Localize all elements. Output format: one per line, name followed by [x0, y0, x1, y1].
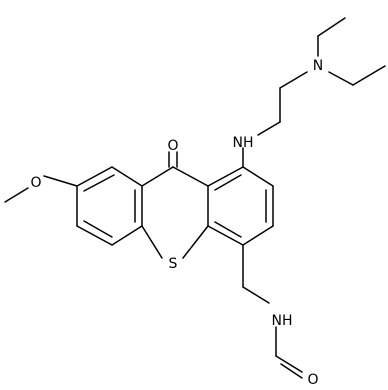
bond	[207, 225, 244, 246]
bond	[111, 166, 143, 187]
bond	[4, 187, 29, 203]
bond	[328, 71, 354, 86]
bond	[141, 166, 174, 187]
bond	[214, 174, 242, 191]
bond	[83, 220, 113, 238]
bond	[182, 225, 209, 259]
bond	[257, 121, 281, 136]
atom-label-formyl-oxygen: O	[307, 372, 318, 388]
bond	[242, 166, 274, 187]
bond	[214, 221, 242, 238]
atom-label-tertiary-nitrogen: N	[313, 58, 323, 74]
atom-label-oxo-oxygen: O	[167, 138, 178, 154]
atom-label-ring-sulfur: S	[169, 256, 178, 272]
bond	[83, 174, 115, 192]
bond	[317, 17, 346, 37]
bond	[242, 286, 270, 304]
bond	[111, 225, 143, 246]
bond	[280, 363, 303, 379]
bond	[76, 166, 113, 187]
bond	[76, 225, 113, 246]
atom-label-layer: O O S NH N NH O	[30, 58, 323, 388]
bond	[172, 166, 209, 187]
atom-label-methoxy-oxygen: O	[30, 175, 41, 191]
bond	[43, 175, 78, 187]
bond	[279, 71, 308, 89]
bond-layer	[4, 17, 386, 379]
atom-label-amine-nh: NH	[233, 135, 254, 151]
bond	[352, 65, 386, 86]
atom-label-amide-nh: NH	[272, 313, 293, 329]
bond	[275, 355, 303, 373]
bond	[242, 225, 274, 246]
bond	[141, 225, 163, 259]
bond	[207, 166, 244, 187]
